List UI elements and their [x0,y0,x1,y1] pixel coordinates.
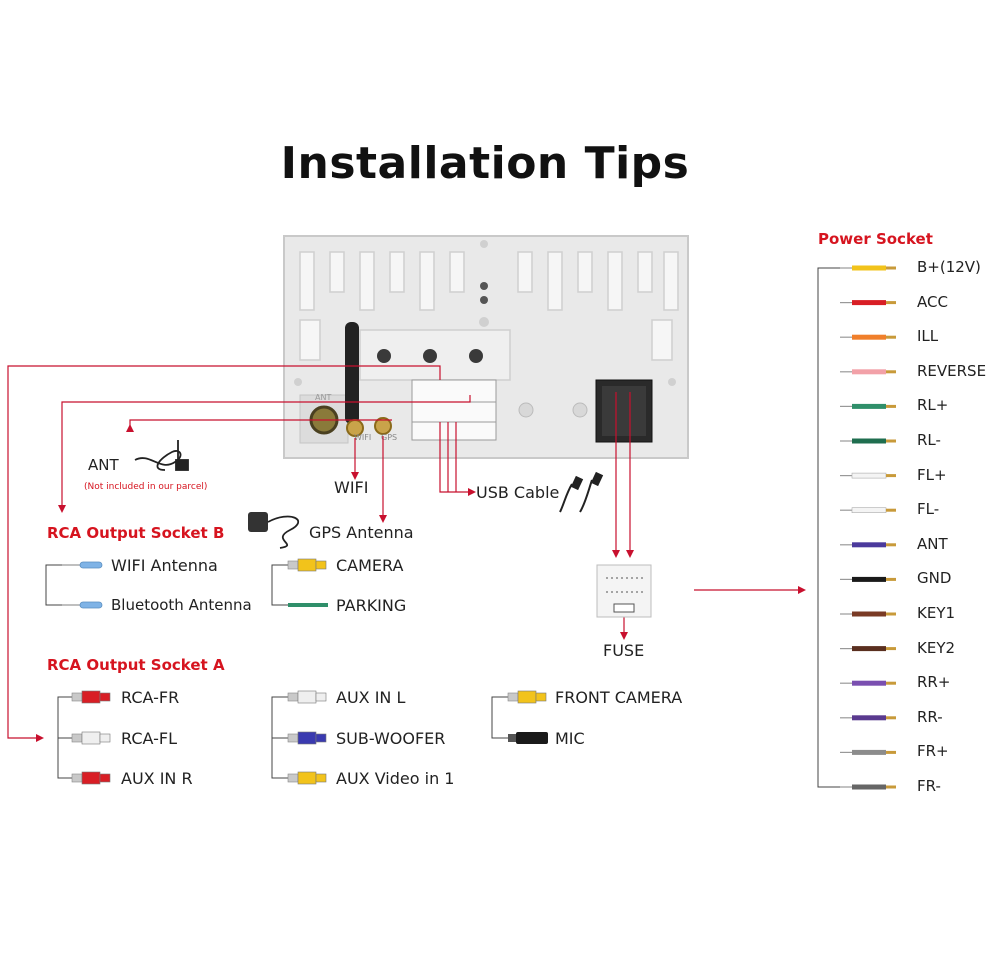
rca-b-camera-item: PARKING [336,596,407,615]
rca-a-plug [287,731,327,745]
power-wire-label: ACC [917,292,948,311]
rca-a-item: RCA-FL [121,729,177,748]
power-wire-label: REVERSE [917,361,987,380]
power-wire-label: B+(12V) [917,258,981,276]
svg-text:GPS: GPS [381,433,397,442]
power-wire [840,646,896,652]
power-wire-label: FR+ [917,742,949,761]
usb-cable-icon [559,471,604,513]
rca-a-plug [287,690,327,704]
rca-a-item: AUX IN R [121,769,193,788]
power-wire-label: ILL [917,327,939,346]
power-wire [840,576,896,582]
rca-b-plug [62,561,103,569]
camera-plug [287,558,327,572]
power-wire-label: RL- [917,431,941,449]
power-wire-label: KEY1 [917,604,956,622]
head-unit-back-panel: ANT WIFI GPS [283,235,689,459]
rca-a-item: MIC [555,729,585,748]
rca-a-plug [508,732,548,744]
power-wire-label: RR- [917,707,943,726]
usb-cable-label: USB Cable [476,483,560,502]
power-wire [840,369,896,375]
power-socket-heading: Power Socket [818,230,933,248]
power-wire [840,715,896,721]
fuse-label: FUSE [603,641,645,660]
power-wire-label: ANT [917,534,948,553]
power-wire-label: FL+ [917,465,947,484]
gps-antenna-label: GPS Antenna [309,523,414,542]
rca-b-item: Bluetooth Antenna [111,596,252,614]
rca-a-item: AUX IN L [336,688,406,707]
ant-label: ANT [88,456,119,474]
rca-a-plug [507,690,547,704]
power-wire-label: RL+ [917,396,949,415]
rca-a-heading: RCA Output Socket A [47,656,225,674]
svg-text:ANT: ANT [315,393,331,402]
page-title: Installation Tips [280,138,690,189]
arrow-heads [36,424,806,742]
rca-a-plug [287,771,327,785]
power-wire [840,611,896,617]
power-wire-label: RR+ [917,673,951,692]
svg-text:WIFI: WIFI [354,433,371,442]
power-wire [840,403,896,409]
group-brackets [45,267,840,788]
rca-a-plug [71,731,111,745]
ant-cable-icon [134,440,189,471]
rca-a-item: FRONT CAMERA [555,688,683,707]
rca-a-item: RCA-FR [121,688,180,707]
rca-a-item: SUB-WOOFER [336,729,446,748]
rca-b-camera-item: CAMERA [336,556,404,575]
power-wire [840,542,896,548]
rca-b-item: WIFI Antenna [111,556,218,575]
power-wire [840,472,896,479]
ant-note: (Not included in our parcel) [84,482,208,492]
power-wire-label: FR- [917,777,941,795]
power-wire [840,749,896,755]
rca-a-plug [71,771,111,785]
rca-b-plug [62,601,103,609]
power-wire-label: FL- [917,500,940,519]
power-wire [840,507,896,514]
power-wire-label: KEY2 [917,638,956,657]
power-wire [840,300,896,306]
power-wire [840,680,896,686]
rca-b-heading: RCA Output Socket B [47,524,225,542]
fuse-box [596,564,652,618]
connection-lines [7,365,798,739]
power-wire-label: GND [917,569,952,588]
power-wire [840,334,896,340]
power-wire [840,265,896,271]
rca-a-item: AUX Video in 1 [336,769,455,788]
power-wire [840,784,896,790]
rca-a-plug [71,690,111,704]
wifi-label: WIFI [334,478,369,497]
gps-antenna-icon [248,512,299,549]
power-wire [840,438,896,444]
